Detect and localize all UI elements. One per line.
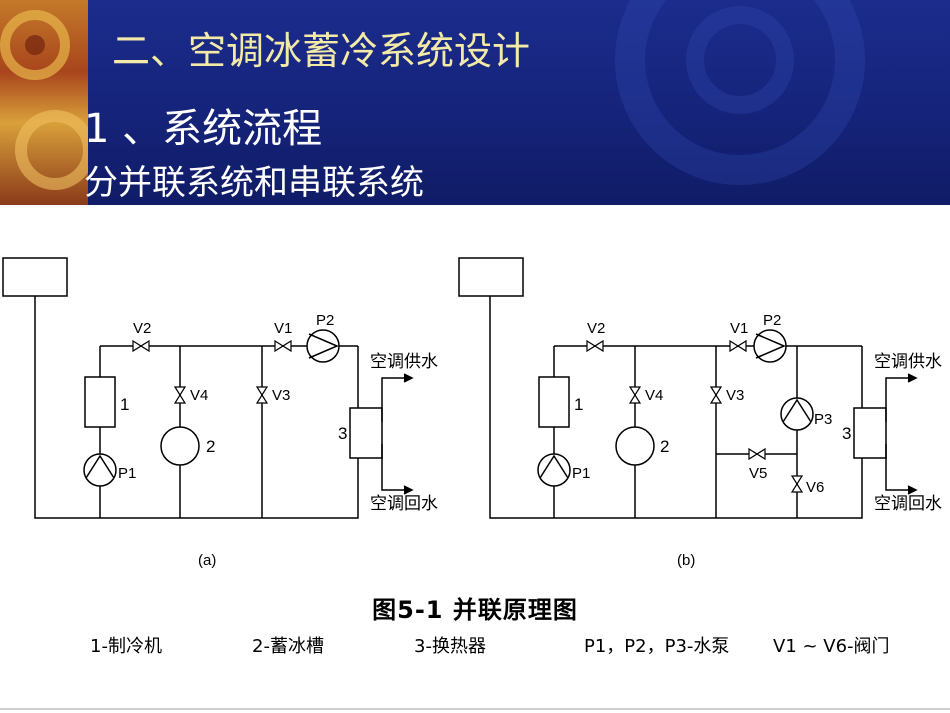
valve-v1-a [274,340,292,352]
label-v4-a: V4 [190,387,208,404]
label-p1-a: P1 [118,465,136,482]
valve-v3-b [710,386,722,404]
legend-item: 2-蓄冰槽 [252,636,324,657]
label-1-a: 1 [120,395,129,414]
section-title: 二、空调冰蓄冷系统设计 [112,29,531,73]
label-v2-a: V2 [133,320,151,337]
return-label-a: 空调回水 [370,494,438,513]
valve-v4-b [629,386,641,404]
label-v1-a: V1 [274,320,292,337]
diagram-a [2,257,414,519]
valve-v4-a [174,386,186,404]
label-v3-b: V3 [726,387,744,404]
return-label-b: 空调回水 [874,494,942,513]
label-3-a: 3 [338,424,347,443]
gear-decoration-image [0,0,95,205]
legend-item: V1 ~ V6-阀门 [773,636,890,657]
heat-exchanger-3-b [853,407,887,459]
supply-label-b: 空调供水 [874,352,942,371]
chiller-1-b [538,376,570,428]
ice-tank-2-a [160,426,200,466]
valve-v2-a [132,340,150,352]
slide-header: 二、空调冰蓄冷系统设计 1 、系统流程 分并联系统和串联系统 [0,0,950,205]
chiller-1-a [84,376,116,428]
valve-v1-b [729,340,747,352]
supply-label-a: 空调供水 [370,352,438,371]
legend-item: 3-换热器 [414,636,486,657]
label-v5-b: V5 [749,465,767,482]
label-v3-a: V3 [272,387,290,404]
label-3-b: 3 [842,424,851,443]
diagram-b [458,257,918,519]
footer-divider [0,708,950,710]
sub-title: 1 、系统流程 [84,106,323,152]
valve-v5-b [748,448,766,460]
pump-p2-a [306,329,340,363]
label-v1-b: V1 [730,320,748,337]
label-p3-b: P3 [814,411,832,428]
legend-item: 1-制冷机 [90,636,162,657]
heat-exchanger-3-a [349,407,383,459]
label-1-b: 1 [574,395,583,414]
pump-p1-b [537,453,571,487]
valve-v2-b [586,340,604,352]
diagram-a-labels: V2 V1 P2 V4 V3 1 2 3 P1 空调供水 空调回水 (a) [118,312,438,569]
ice-tank-2-b [615,426,655,466]
caption-b: (b) [677,552,695,569]
label-p2-b: P2 [763,312,781,329]
pump-p1-a [83,453,117,487]
label-v4-b: V4 [645,387,663,404]
label-v2-b: V2 [587,320,605,337]
caption-a: (a) [198,552,216,569]
chiller-box-a [2,257,68,297]
figure-title: 图5-1 并联原理图 [372,596,578,624]
label-v6-b: V6 [806,479,824,496]
pump-p2-b [753,329,787,363]
slide-description: 分并联系统和串联系统 [84,163,424,203]
parallel-system-diagram: V2 V1 P2 V4 V3 1 2 3 P1 空调供水 空调回水 (a) [2,257,942,569]
diagram-b-labels: V2 V1 P2 V4 V3 P3 V5 V6 1 2 3 P1 空调供水 空调… [572,312,942,569]
label-p1-b: P1 [572,465,590,482]
pump-p3-b [780,397,814,431]
label-p2-a: P2 [316,312,334,329]
label-2-b: 2 [660,437,669,456]
valve-v3-a [256,386,268,404]
legend-item: P1，P2，P3-水泵 [584,636,730,657]
valve-v6-b [791,475,803,493]
legend: 1-制冷机 2-蓄冰槽 3-换热器 P1，P2，P3-水泵 V1 ~ V6-阀门 [0,632,950,660]
gear-watermark-image [615,0,865,185]
label-2-a: 2 [206,437,215,456]
chiller-box-b [458,257,524,297]
